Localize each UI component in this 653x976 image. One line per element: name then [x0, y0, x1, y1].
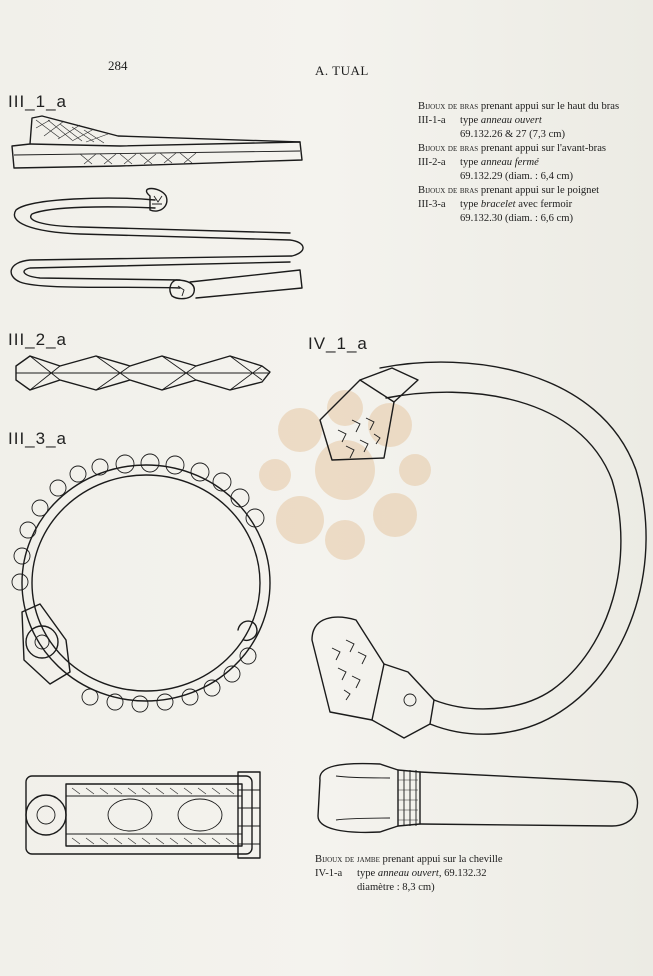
legend-diameter-iv-1-a: diamètre : 8,3 cm)	[357, 882, 435, 893]
bracelet-iii-3-a-clasp	[25, 771, 261, 859]
legend-heading-forearm: Bijoux de bras prenant appui sur l'avant…	[418, 143, 607, 154]
armring-iii-1-a-serpent	[10, 187, 304, 300]
anklet-iv-1-a-terminal	[317, 762, 639, 834]
legend-heading-ankle: Bijoux de jambe prenant appui sur la che…	[315, 854, 503, 865]
page-number: 284	[108, 58, 128, 73]
running-head-author: A. TUAL	[315, 63, 369, 78]
legend-ref-iii-1-a: 69.132.26 & 27 (7,3 cm)	[460, 129, 566, 140]
anklet-iv-1-a	[311, 361, 647, 739]
figure-label-iii-1-a: III_1_a	[8, 92, 67, 111]
legend-heading-upper-arm: Bijoux de bras prenant appui sur le haut…	[418, 101, 620, 112]
legend-ref-iii-3-a: 69.132.30 (diam. : 6,6 cm)	[460, 213, 573, 224]
legend-ref-iii-2-a: 69.132.29 (diam. : 6,4 cm)	[460, 171, 573, 182]
armring-iii-1-a-bar	[11, 115, 303, 169]
figure-label-iii-3-a: III_3_a	[8, 429, 67, 448]
faded-library-stamp	[259, 390, 431, 560]
legend-lower: Bijoux de jambe prenant appui sur la che…	[315, 853, 503, 895]
legend-upper: Bijoux de bras prenant appui sur le haut…	[418, 100, 619, 226]
bracelet-iii-3-a-ring	[11, 453, 271, 713]
figure-label-iv-1-a: IV_1_a	[308, 334, 368, 353]
legend-heading-wrist: Bijoux de bras prenant appui sur le poig…	[418, 185, 600, 196]
figure-label-iii-2-a: III_2_a	[8, 330, 67, 349]
armring-iii-2-a	[15, 355, 271, 391]
